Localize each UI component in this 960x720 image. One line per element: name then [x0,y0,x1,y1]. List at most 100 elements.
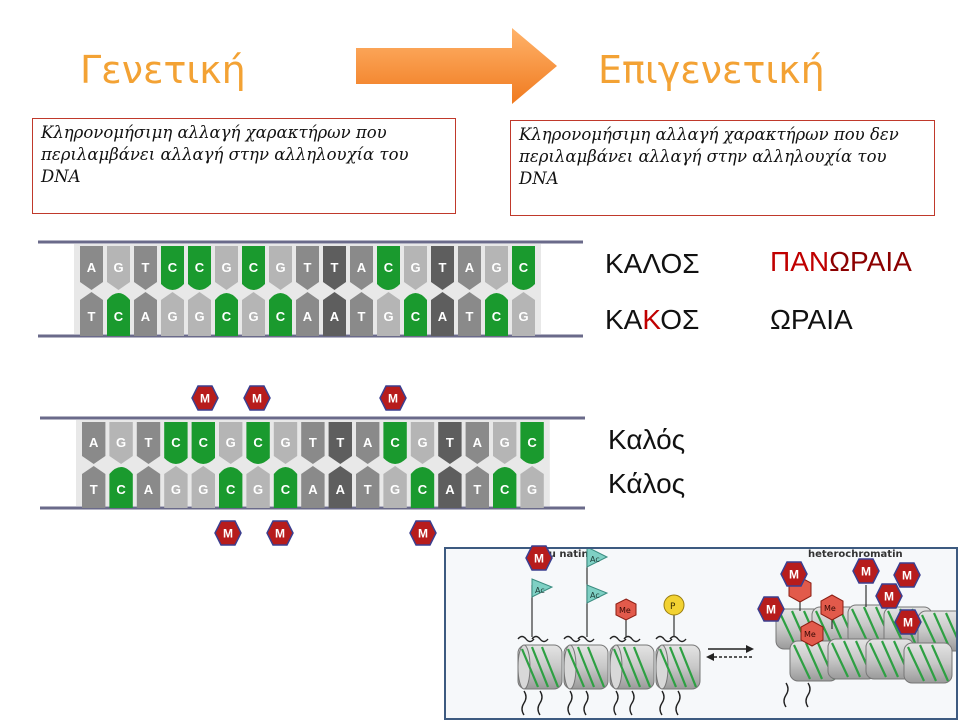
dna-base-bottom: A [328,466,352,508]
dna-base-letter: T [145,435,153,450]
dna-base-letter: G [280,435,290,450]
dna-base-top: C [383,422,407,464]
methyl-badge-icon: M [757,596,785,622]
dna-base-letter: C [168,260,178,275]
dna-base-letter: C [195,260,205,275]
dna-base-letter: C [492,309,502,324]
dna-base-letter: G [518,309,528,324]
methyl-badge-icon: M [875,583,903,609]
dna-base-top: C [520,422,544,464]
dna-base-letter: A [438,309,448,324]
phosphate-circle-icon [663,594,685,616]
dna-base-bottom: C [485,293,508,336]
dna-base-bottom: A [134,292,157,336]
dna-base-letter: T [439,260,447,275]
dna-base-bottom: T [82,466,106,508]
dna-base-bottom: C [410,467,435,508]
methyl-badge-label: M [223,527,233,541]
dna-base-bottom: G [383,466,407,508]
methyl-me-label: Me [804,630,816,639]
acetyl-flag-icon [586,549,609,568]
acetyl-flag-icon [531,578,554,598]
dna-base-top: C [246,422,270,464]
dna-base-top: T [438,422,462,464]
dna-base-letter: A [357,260,367,275]
dna-base-bottom: G [520,466,544,508]
dna-base-top: G [269,246,292,290]
dna-base-bottom: G [377,292,400,336]
word-panoraia: ΠΑΝΩΡΑΙΑ [770,246,912,277]
methyl-hexagon-icon [615,598,637,621]
dna-base-letter: A [473,435,483,450]
word-kalos-accent-final: Καλός [608,424,686,455]
methyl-badge-icon: M [409,520,437,546]
dna-base-top: T [323,246,346,290]
dna-base-top: A [356,422,380,464]
methyl-badge-icon: M [894,609,922,635]
dna-base-letter: C [519,260,529,275]
dna-base-bottom: C [493,467,517,508]
dna-base-letter: T [304,260,312,275]
dna-base-bottom: T [356,466,380,508]
dna-base-letter: G [116,435,126,450]
methyl-badge-icon: M [852,558,880,584]
methyl-badge-label: M [789,568,799,582]
dna-base-letter: A [141,309,151,324]
dna-base-letter: T [358,309,366,324]
word-kakos: ΚΑΚΟΣ [605,304,700,335]
dna-base-bottom: T [458,292,481,336]
methyl-badge-icon: M [780,561,808,587]
dna-base-bottom: T [465,466,489,508]
methyl-badge-label: M [534,552,544,566]
dna-base-letter: C [527,435,537,450]
equilibrium-arrows-icon [706,645,754,661]
methyl-badge-label: M [275,527,285,541]
dna-base-letter: G [500,435,510,450]
dna-base-top: A [465,422,489,464]
dna-base-letter: A [89,435,99,450]
dna-base-bottom: G [246,466,270,508]
dna-base-letter: C [116,482,126,497]
dna-base-top: C [164,422,188,464]
dna-base-letter: G [390,482,400,497]
dna-base-bottom: C [109,467,133,508]
dna-base-letter: G [253,482,263,497]
dna-base-bottom: T [350,292,373,336]
dna-base-top: G [107,246,130,290]
dna-base-letter: T [88,309,96,324]
phosphate-label: P [670,602,676,612]
dna-base-letter: C [199,435,209,450]
dna-base-letter: A [87,260,97,275]
dna-base-top: C [191,422,215,464]
methyl-badge-label: M [861,565,871,579]
dna-base-letter: C [390,435,400,450]
dna-base-letter: T [331,260,339,275]
dna-base-letter: T [336,435,344,450]
dna-base-letter: G [221,260,231,275]
dna-base-letter: G [527,482,537,497]
definition-epigenetic: Κληρονομήσιμη αλλαγή χαρακτήρων που δεν … [510,120,935,216]
euchromatin-nucleosomes [517,635,701,716]
dna-base-top: T [296,246,319,290]
dna-base-letter: A [336,482,346,497]
euchromatin-label: eu natin [542,549,589,560]
methyl-badge-icon: M [525,545,553,571]
dna-base-letter: C [500,482,510,497]
dna-base-letter: T [473,482,481,497]
dna-base-bottom: G [191,466,215,508]
methyl-badge-icon: M [191,385,219,411]
dna-base-letter: G [194,309,204,324]
dna-base-top: G [273,422,298,464]
dna-base-top: G [485,246,508,290]
dna-base-letter: G [248,309,258,324]
dna-base-bottom: G [161,292,184,336]
dna-base-letter: C [384,260,394,275]
dna-base-letter: G [226,435,236,450]
dna-base-letter: C [222,309,232,324]
methyl-badge-label: M [418,527,428,541]
dna-base-top: G [493,422,517,464]
dna-base-top: C [242,246,265,290]
methyl-badge-icon: M [893,562,921,588]
dna-base-bottom: T [80,292,103,336]
methyl-badge-label: M [252,392,262,406]
